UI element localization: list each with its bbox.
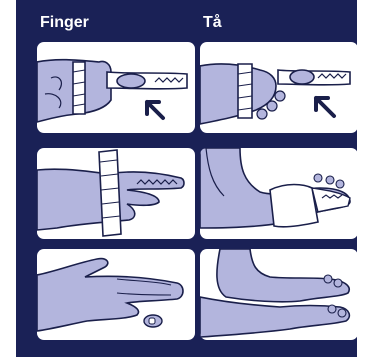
finger-heading: Finger — [40, 14, 89, 32]
foot-with-strap-icon — [200, 148, 358, 239]
toe-step-1-panel — [200, 42, 358, 133]
toe-heading: Tå — [203, 14, 222, 32]
instruction-figure: Finger Tå — [16, 0, 357, 357]
hand-with-strap-icon — [37, 148, 195, 239]
toe-step-2-panel — [200, 148, 358, 239]
toe-step-3-panel — [200, 249, 358, 340]
finger-step-1-panel — [37, 42, 195, 133]
finger-step-2-panel — [37, 148, 195, 239]
hand-flat-icon — [37, 249, 195, 340]
finger-clip-applied-icon — [37, 42, 195, 133]
toe-clip-applied-icon — [200, 42, 358, 133]
finger-step-3-panel — [37, 249, 195, 340]
feet-flat-icon — [200, 249, 358, 340]
